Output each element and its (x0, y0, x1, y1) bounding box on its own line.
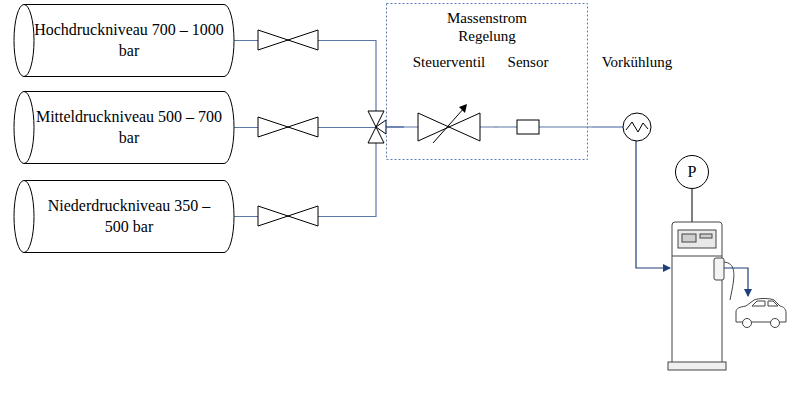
dashed-outline (386, 3, 588, 160)
storage-tank: Hochdruckniveau 700 – 1000 bar (14, 4, 234, 77)
storage-tank: Mitteldruckniveau 500 – 700 bar (14, 91, 234, 164)
control-group: Massenstrom RegelungSteuerventilSensor (386, 3, 588, 160)
component-label: Vorkühlung (592, 54, 682, 71)
three-way-valve (368, 111, 386, 143)
precooler: Vorkühlung (592, 52, 682, 146)
tank-label: Hochdruckniveau 700 – 1000 bar (34, 20, 224, 62)
tank-label: Niederdruckniveau 350 – 500 bar (34, 196, 224, 238)
flow-sensor: Sensor (498, 52, 558, 140)
pressure-gauge: P (675, 155, 709, 189)
gate-valve (258, 30, 318, 226)
component-label: Sensor (498, 54, 558, 71)
control-valve: Steuerventil (404, 52, 494, 144)
component-label: Steuerventil (404, 54, 494, 71)
tank-outline (14, 4, 234, 77)
gauge-label: P (688, 163, 697, 181)
group-heading: Massenstrom Regelung (432, 9, 542, 45)
pipe-line (234, 41, 404, 128)
gauge-line (692, 189, 693, 222)
dispenser-icon (668, 222, 734, 370)
tank-outline (14, 180, 234, 253)
tank-label: Mitteldruckniveau 500 – 700 bar (34, 107, 224, 149)
car-icon (736, 299, 786, 328)
pipe-line (234, 127, 404, 217)
fueling-line (724, 268, 748, 296)
storage-tank: Niederdruckniveau 350 – 500 bar (14, 180, 234, 253)
pipe-line (558, 126, 592, 127)
supply-line (636, 141, 670, 268)
tank-outline (14, 91, 234, 164)
pipe-line (494, 126, 498, 127)
